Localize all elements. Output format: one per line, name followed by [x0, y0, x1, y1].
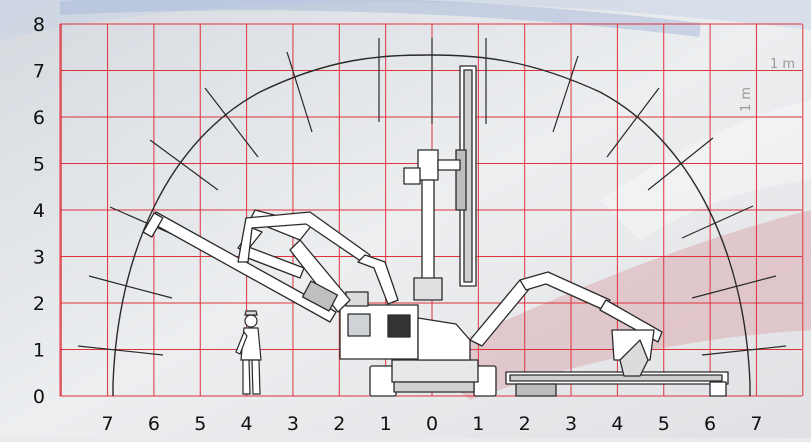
rig-chassis [391, 359, 479, 383]
y-axis-label: 7 [33, 61, 45, 83]
operator-arm [235, 330, 248, 355]
x-axis-label: 7 [102, 413, 114, 435]
y-axis-label: 8 [33, 14, 45, 36]
x-axis-label: 3 [287, 413, 299, 435]
x-axis-label: 1 [380, 413, 392, 435]
drill-line [88, 275, 173, 299]
right-feed-rail [509, 374, 723, 382]
right-feed-motor [515, 383, 557, 397]
x-axis-label: 5 [194, 413, 206, 435]
center-boom-joint [403, 167, 421, 185]
drill-line [552, 55, 579, 133]
right-drill-head [709, 381, 727, 397]
y-axis-label: 1 [33, 340, 45, 362]
x-axis-label: 2 [333, 413, 345, 435]
x-axis-labels: 7 6 5 4 3 2 1 0 1 2 3 4 5 6 7 [102, 413, 763, 435]
center-boom-head [417, 149, 439, 181]
x-axis-label: 5 [658, 413, 670, 435]
center-boom-base [413, 277, 443, 301]
operator-leg-right [251, 359, 261, 395]
y-axis-label: 4 [33, 200, 45, 222]
rig-cabin-window [347, 313, 371, 337]
drill-line [286, 51, 313, 133]
operator-helmet [244, 310, 258, 316]
drill-line [204, 87, 259, 158]
operator-leg-left [242, 359, 251, 395]
drill-hole-lines [77, 38, 787, 356]
rig-engine-hood [417, 317, 471, 361]
left-feed-motor [301, 280, 339, 312]
x-axis-label: 4 [241, 413, 253, 435]
x-axis-label: 0 [426, 413, 438, 435]
x-axis-label: 1 [472, 413, 484, 435]
y-axis-label: 3 [33, 247, 45, 269]
tunnel-profile [112, 54, 751, 396]
grid [59, 23, 804, 397]
scale-horizontal-label: 1 m [770, 57, 795, 72]
rig-track [393, 381, 475, 393]
drill-line [606, 87, 660, 158]
x-axis-label: 4 [611, 413, 623, 435]
y-axis-label: 2 [33, 293, 45, 315]
scale-vertical-label: 1 m [739, 87, 754, 112]
drill-line [77, 345, 164, 356]
swoosh-blue-arc [59, 0, 701, 37]
drill-line [701, 345, 787, 356]
center-boom-mount [437, 159, 461, 171]
left-drill-head [142, 212, 164, 238]
x-axis-label: 7 [750, 413, 762, 435]
drill-line [647, 137, 714, 191]
operator-head [244, 314, 258, 328]
y-axis-labels: 0 1 2 3 4 5 6 7 8 [33, 14, 45, 408]
drill-line [149, 139, 219, 191]
center-feed-motor [455, 149, 467, 211]
x-axis-label: 6 [704, 413, 716, 435]
drill-line [681, 205, 754, 239]
drill-rig [142, 65, 729, 397]
x-axis-label: 6 [148, 413, 160, 435]
x-axis-label: 2 [519, 413, 531, 435]
y-axis-label: 5 [33, 154, 45, 176]
drill-line [691, 275, 777, 299]
operator-figure [235, 310, 262, 395]
y-axis-label: 6 [33, 107, 45, 129]
right-boom-rotator [619, 339, 649, 377]
y-axis-label: 0 [33, 386, 45, 408]
x-axis-label: 3 [565, 413, 577, 435]
swoosh-blue-top [0, 0, 811, 40]
left-boom-upper-link [357, 254, 399, 305]
swoosh-white [600, 100, 811, 240]
rig-vent [387, 314, 411, 338]
center-boom-arm [421, 179, 435, 281]
